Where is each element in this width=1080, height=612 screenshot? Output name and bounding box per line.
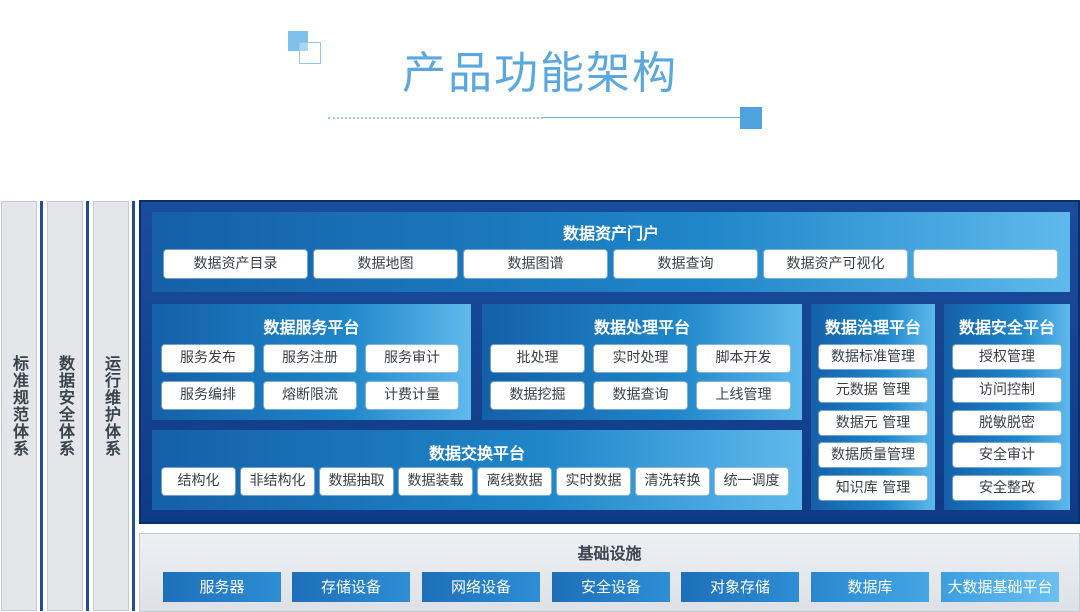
security-item: 安全整改 (953, 476, 1061, 500)
exchange-title: 数据交换平台 (428, 444, 525, 463)
portal-item: 数据地图 (314, 250, 457, 278)
governance-item: 数据标准管理 (819, 345, 927, 369)
side-column-label: 数据安全体系 (56, 355, 75, 457)
page-title: 产品功能架构 (402, 48, 678, 99)
processing-item: 上线管理 (697, 382, 790, 409)
governance-item: 数据质量管理 (819, 443, 927, 467)
governance-item: 知识库 管理 (819, 476, 927, 500)
exchange-item: 非结构化 (241, 468, 314, 495)
exchange-item: 清洗转换 (636, 468, 709, 495)
processing-item: 数据挖掘 (491, 382, 584, 409)
portal-item: 数据图谱 (464, 250, 607, 278)
service-item: 计费计量 (366, 382, 458, 409)
processing-item: 数据查询 (594, 382, 687, 409)
service-title: 数据服务平台 (263, 318, 360, 337)
side-column-operations: 运行维护体系 (93, 201, 129, 611)
side-divider (40, 201, 43, 611)
service-item: 服务编排 (162, 382, 254, 409)
service-item: 服务发布 (162, 345, 254, 372)
infrastructure-item: 对象存储 (681, 572, 799, 602)
infrastructure-item: 存储设备 (292, 572, 410, 602)
exchange-item: 数据装载 (399, 468, 472, 495)
infrastructure-panel: 基础设施 服务器 存储设备 网络设备 安全设备 对象存储 数据库 大数据基础平台 (139, 533, 1080, 612)
processing-item: 批处理 (491, 345, 584, 372)
side-column-standards: 标准规范体系 (1, 201, 37, 611)
security-item: 授权管理 (953, 345, 1061, 369)
security-item: 访问控制 (953, 378, 1061, 402)
portal-item: 数据查询 (614, 250, 757, 278)
governance-item: 数据元 管理 (819, 411, 927, 435)
portal-panel: 数据资产门户 数据资产目录 数据地图 数据图谱 数据查询 数据资产可视化 (152, 212, 1070, 292)
decor-solid-line (543, 117, 743, 118)
security-title: 数据安全平台 (958, 318, 1055, 337)
decor-square-filled (288, 31, 308, 51)
governance-title: 数据治理平台 (824, 318, 921, 337)
side-divider (132, 201, 135, 611)
exchange-item: 实时数据 (557, 468, 630, 495)
side-column-security: 数据安全体系 (47, 201, 83, 611)
security-panel: 数据安全平台 授权管理 访问控制 脱敏脱密 安全审计 安全整改 (944, 304, 1070, 510)
decor-square-outline (299, 42, 321, 64)
service-panel: 数据服务平台 服务发布 服务注册 服务审计 服务编排 熔断限流 计费计量 (152, 304, 471, 420)
processing-item: 脚本开发 (697, 345, 790, 372)
security-item: 脱敏脱密 (953, 411, 1061, 435)
infrastructure-item: 数据库 (811, 572, 929, 602)
exchange-item: 统一调度 (715, 468, 788, 495)
exchange-item: 结构化 (162, 468, 235, 495)
decor-dotted-line (328, 117, 543, 119)
security-item: 安全审计 (953, 443, 1061, 467)
governance-item: 元数据 管理 (819, 378, 927, 402)
exchange-item: 数据抽取 (320, 468, 393, 495)
side-column-label: 标准规范体系 (10, 355, 29, 457)
processing-title: 数据处理平台 (593, 318, 690, 337)
side-divider (86, 201, 89, 611)
decor-square-end (740, 107, 762, 129)
exchange-panel: 数据交换平台 结构化 非结构化 数据抽取 数据装载 离线数据 实时数据 清洗转换… (152, 430, 802, 510)
processing-panel: 数据处理平台 批处理 实时处理 脚本开发 数据挖掘 数据查询 上线管理 (482, 304, 802, 420)
portal-item: 数据资产目录 (164, 250, 307, 278)
infrastructure-item: 安全设备 (552, 572, 670, 602)
service-item: 服务审计 (366, 345, 458, 372)
exchange-item: 离线数据 (478, 468, 551, 495)
service-item: 熔断限流 (264, 382, 356, 409)
governance-panel: 数据治理平台 数据标准管理 元数据 管理 数据元 管理 数据质量管理 知识库 管… (811, 304, 935, 510)
processing-item: 实时处理 (594, 345, 687, 372)
infrastructure-item: 服务器 (163, 572, 281, 602)
service-item: 服务注册 (264, 345, 356, 372)
infrastructure-item: 大数据基础平台 (941, 572, 1059, 602)
side-column-label: 运行维护体系 (102, 355, 121, 457)
infrastructure-item: 网络设备 (422, 572, 540, 602)
infrastructure-title: 基础设施 (577, 544, 642, 563)
portal-item-blank (914, 250, 1057, 278)
main-architecture-panel: 数据资产门户 数据资产目录 数据地图 数据图谱 数据查询 数据资产可视化 数据服… (139, 200, 1080, 524)
portal-title: 数据资产门户 (562, 224, 659, 243)
portal-item: 数据资产可视化 (764, 250, 907, 278)
